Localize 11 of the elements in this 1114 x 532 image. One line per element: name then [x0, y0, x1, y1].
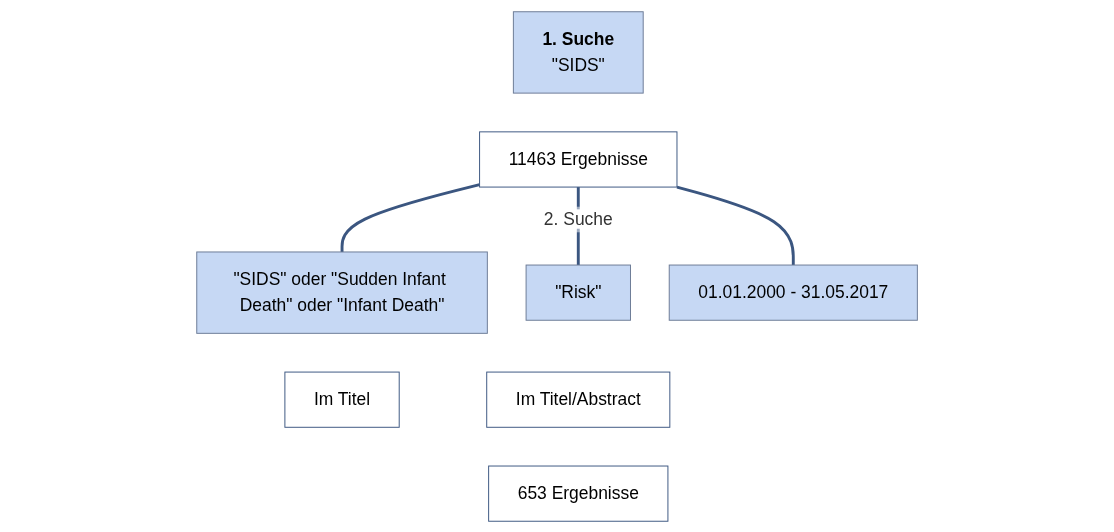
node-box: Im Titel/Abstract — [486, 371, 671, 428]
node-box: 1. Suche "SIDS" — [512, 10, 644, 94]
node-box: "SIDS" oder "Sudden Infant Death" oder "Infant Death" — [196, 250, 488, 334]
node-box: 01.01.2000 - 31.05.2017 — [668, 264, 918, 321]
connector — [340, 182, 480, 252]
connector — [676, 185, 795, 265]
node-box: 11463 Ergebnisse — [479, 130, 678, 188]
node-box: 653 Ergebnisse — [488, 465, 669, 522]
edge-label: 2. Suche — [543, 208, 613, 229]
node-box: "Risk" — [525, 264, 631, 321]
node-box: Im Titel — [284, 371, 400, 428]
